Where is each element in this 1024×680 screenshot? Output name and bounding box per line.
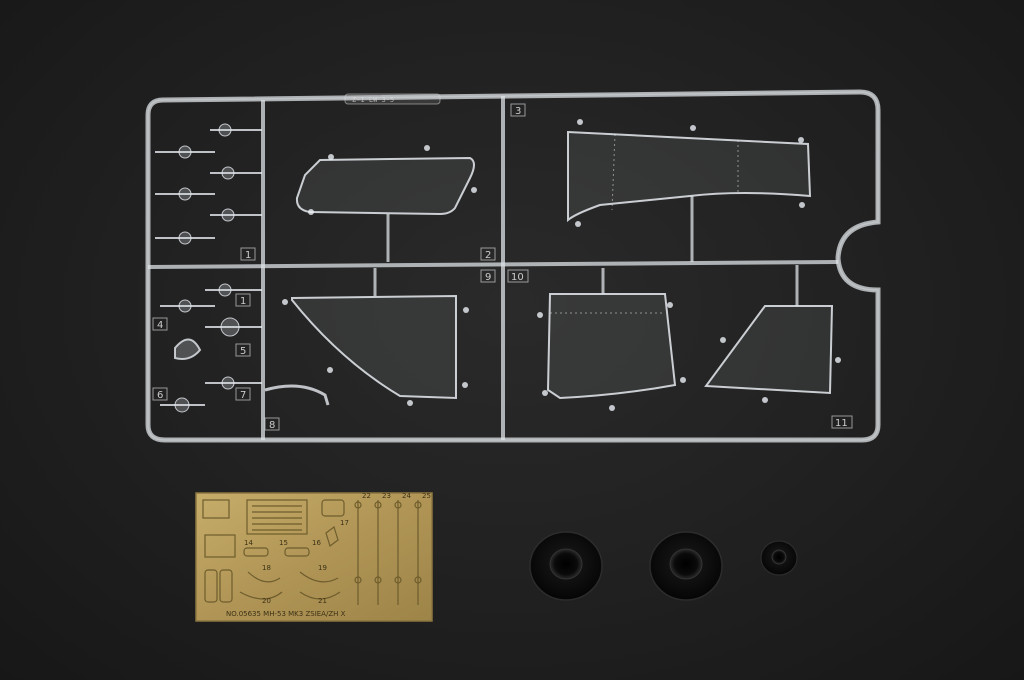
part-number: 5 bbox=[240, 346, 246, 357]
sprue-runner-h bbox=[147, 260, 839, 269]
part-number: 6 bbox=[157, 390, 163, 401]
clear-panel-2 bbox=[295, 156, 475, 216]
clear-panel-9 bbox=[291, 294, 457, 400]
etch-number: 18 bbox=[262, 564, 271, 572]
part-number: 2 bbox=[485, 250, 491, 261]
etch-number: 14 bbox=[244, 539, 253, 547]
sprue-gate-nubs bbox=[282, 119, 841, 411]
part-number-tags: 1 2 3 4 5 6 7 8 9 10 11 bbox=[152, 103, 853, 431]
part-number: 8 bbox=[269, 420, 275, 431]
part-number: 10 bbox=[511, 272, 524, 283]
clear-panel-10 bbox=[546, 293, 677, 400]
small-clear-parts bbox=[155, 123, 330, 413]
sprue-outer-frame bbox=[145, 89, 881, 443]
etch-caption: NO.05635 MH-53 MK3 ZSIEA/ZH X bbox=[226, 610, 346, 618]
etch-number: 15 bbox=[279, 539, 288, 547]
part-number: 9 bbox=[485, 272, 491, 283]
part-number: 4 bbox=[157, 320, 163, 331]
clear-panel-3 bbox=[567, 130, 812, 223]
etch-number: 20 bbox=[262, 597, 271, 605]
etch-number: 23 bbox=[382, 492, 391, 500]
clear-sprue: Z-1 LW 3-5 bbox=[145, 89, 881, 443]
part-number: 1 bbox=[245, 250, 251, 261]
tire-large-2 bbox=[649, 531, 723, 601]
photo-etch-fret: 14 15 16 17 18 19 20 21 22 23 24 25 NO.0… bbox=[195, 492, 433, 622]
etch-number: 25 bbox=[422, 492, 431, 500]
tire-large-1 bbox=[529, 531, 603, 601]
part-number: 3 bbox=[515, 106, 521, 117]
rubber-tires bbox=[529, 531, 798, 601]
etch-number: 17 bbox=[340, 519, 349, 527]
etch-parts bbox=[202, 499, 422, 605]
etch-number: 16 bbox=[312, 539, 321, 547]
etch-number: 24 bbox=[402, 492, 411, 500]
clear-panel-11 bbox=[704, 305, 834, 395]
etch-number: 22 bbox=[362, 492, 371, 500]
part-number: 7 bbox=[240, 390, 246, 401]
sprue-top-label: Z-1 LW 3-5 bbox=[352, 96, 394, 104]
tire-small bbox=[760, 540, 798, 576]
etch-number: 19 bbox=[318, 564, 327, 572]
part-number: 11 bbox=[835, 418, 848, 429]
etch-number: 21 bbox=[318, 597, 327, 605]
part-number: 1 bbox=[240, 296, 246, 307]
